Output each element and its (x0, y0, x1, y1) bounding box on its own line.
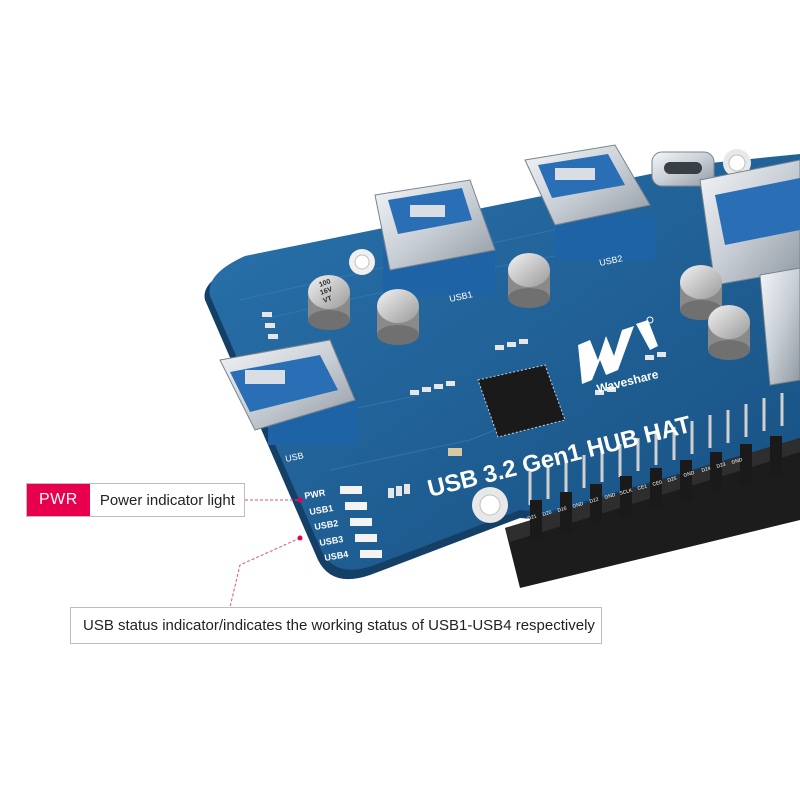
capacitors (308, 253, 750, 360)
usb-right-port-2 (759, 267, 800, 386)
pwr-tag: PWR (27, 484, 90, 516)
pwr-description: Power indicator light (99, 491, 235, 509)
callout-leader-lines (229, 499, 301, 608)
led-label-usb4: USB4 (324, 549, 349, 563)
led-label-usb2: USB2 (314, 518, 339, 532)
gpio-label: D12 (589, 497, 600, 505)
status-leds (340, 486, 382, 558)
capacitor-mark: 100 (318, 278, 331, 289)
usb-c-port (651, 151, 715, 187)
gpio-label: D25 (667, 476, 678, 484)
hub-chip (477, 364, 566, 438)
mounting-holes (349, 149, 751, 523)
led-label-usb3: USB3 (319, 534, 344, 548)
gpio-label: D24 (701, 466, 712, 474)
gpio-label: D23 (716, 462, 727, 470)
gpio-label: D16 (557, 506, 568, 514)
waveshare-logo (578, 316, 658, 384)
capacitor-markings: 100 16V VT (318, 278, 333, 305)
gpio-label: CE0 (652, 479, 663, 488)
usb-status-description: USB status indicator/indicates the worki… (83, 617, 595, 634)
gpio-label: CE1 (637, 483, 648, 492)
gpio-label: SCLK (619, 487, 634, 497)
gpio-label: GND (604, 492, 617, 501)
usb-status-callout: USB status indicator/indicates the worki… (70, 607, 602, 644)
capacitor-mark: VT (322, 295, 333, 305)
usb1-port (374, 179, 496, 295)
pwr-callout: PWR Power indicator light (26, 483, 245, 517)
usb-right-port-1 (699, 159, 800, 286)
smd-components (262, 312, 666, 498)
gpio-pin-labels: D21 D20 D16 GND D12 GND SCLK CE1 CE0 D25… (527, 457, 744, 522)
usb2-port (524, 144, 655, 260)
port-label-usb1: USB1 (448, 289, 473, 304)
gpio-label: GND (572, 501, 585, 510)
gpio-header (505, 393, 800, 588)
led-label-pwr: PWR (304, 487, 327, 501)
gpio-label: D21 (527, 514, 538, 522)
port-label-usb: USB (284, 450, 304, 464)
usb-left-port (219, 339, 358, 445)
gpio-label: GND (731, 457, 744, 466)
capacitor-mark: 16V (319, 286, 333, 297)
pwr-leader-dot (297, 497, 303, 503)
gpio-label: GND (683, 470, 696, 479)
usb-leader-dot (297, 535, 303, 541)
led-label-usb1: USB1 (309, 503, 334, 517)
port-label-usb2: USB2 (598, 253, 623, 268)
gpio-label: D20 (542, 510, 553, 518)
